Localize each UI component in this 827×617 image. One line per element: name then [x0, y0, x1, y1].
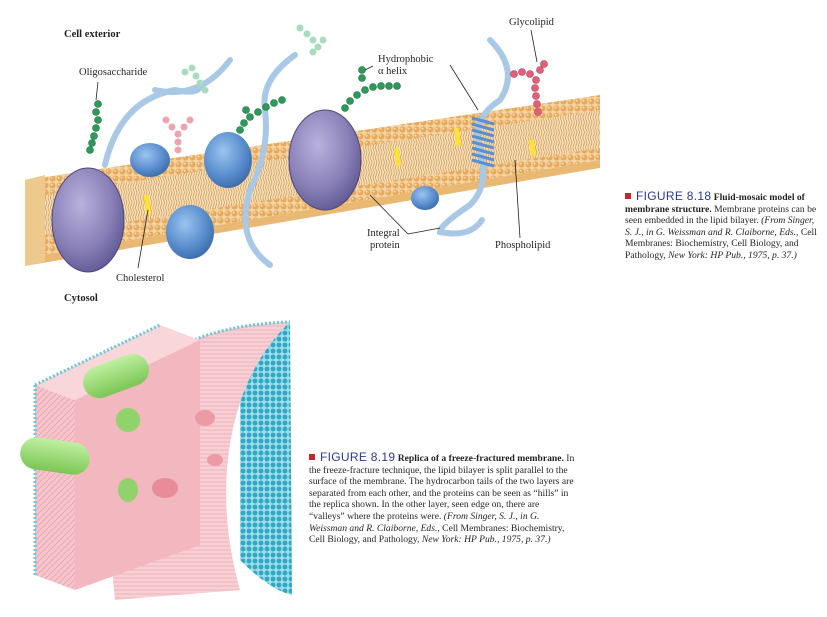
- label-glycolipid: Glycolipid: [509, 17, 554, 28]
- label-alpha-helix: α helix: [378, 66, 408, 77]
- caption-marker: [625, 193, 631, 199]
- figure-body: Membrane proteins can be seen embedded i…: [625, 203, 817, 227]
- figure-citation-end: New York: HP Pub., 1975, p. 37.): [421, 534, 551, 546]
- fluid-mosaic-illustration: [25, 24, 600, 273]
- transmembrane-protein: [20, 353, 149, 502]
- peripheral-protein: [166, 205, 214, 259]
- label-leaders: [95, 29, 538, 269]
- label-integral: Integral: [367, 228, 400, 239]
- figure-body: In the freeze-fracture technique, the li…: [309, 453, 575, 522]
- peripheral-protein: [204, 132, 252, 188]
- label-protein: protein: [370, 240, 400, 251]
- freeze-fracture-illustration: [20, 320, 292, 600]
- figure-citation-end: New York: HP Pub., 1975, p. 37.): [668, 249, 797, 261]
- figure-8-19-caption: FIGURE 8.19 Replica of a freeze-fracture…: [309, 450, 577, 546]
- label-cytosol: Cytosol: [64, 293, 98, 304]
- figure-citation: (From Singer, S. J., in G. Weissman and …: [309, 510, 540, 534]
- label-cell-exterior: Cell exterior: [64, 29, 121, 40]
- label-cholesterol: Cholesterol: [116, 273, 165, 284]
- peripheral-protein: [411, 186, 439, 210]
- label-hydrophobic: Hydrophobic: [378, 54, 434, 65]
- caption-marker: [309, 454, 315, 460]
- integral-protein-center: [288, 109, 362, 211]
- alpha-helix: [471, 116, 495, 168]
- figure-title: Fluid-mosaic model of membrane structure…: [625, 192, 805, 215]
- glycolipid-sugar: [510, 60, 548, 116]
- label-phospholipid: Phospholipid: [495, 240, 551, 251]
- peripheral-protein: [130, 143, 170, 177]
- figure-citation: (From Singer, S. J., in G. Weissman and …: [625, 215, 815, 238]
- integral-protein-left: [51, 167, 125, 273]
- figure-8-18-caption: FIGURE 8.18 Fluid-mosaic model of membra…: [625, 189, 817, 262]
- figure-citation-title: Cell Membranes: Biochemistry, Cell Biolo…: [625, 226, 817, 261]
- glycolipid-sugar: [162, 116, 194, 154]
- oligosaccharide-chain: [86, 66, 401, 154]
- figure-citation-title: Cell Membranes: Biochemistry, Cell Biolo…: [309, 522, 565, 546]
- figure-number: FIGURE 8.18: [636, 189, 712, 203]
- oligosaccharide-chain: [181, 24, 327, 94]
- figure-number: FIGURE 8.19: [320, 450, 396, 464]
- figure-title: Replica of a freeze-fractured membrane.: [397, 453, 564, 464]
- label-oligosaccharide: Oligosaccharide: [79, 67, 148, 78]
